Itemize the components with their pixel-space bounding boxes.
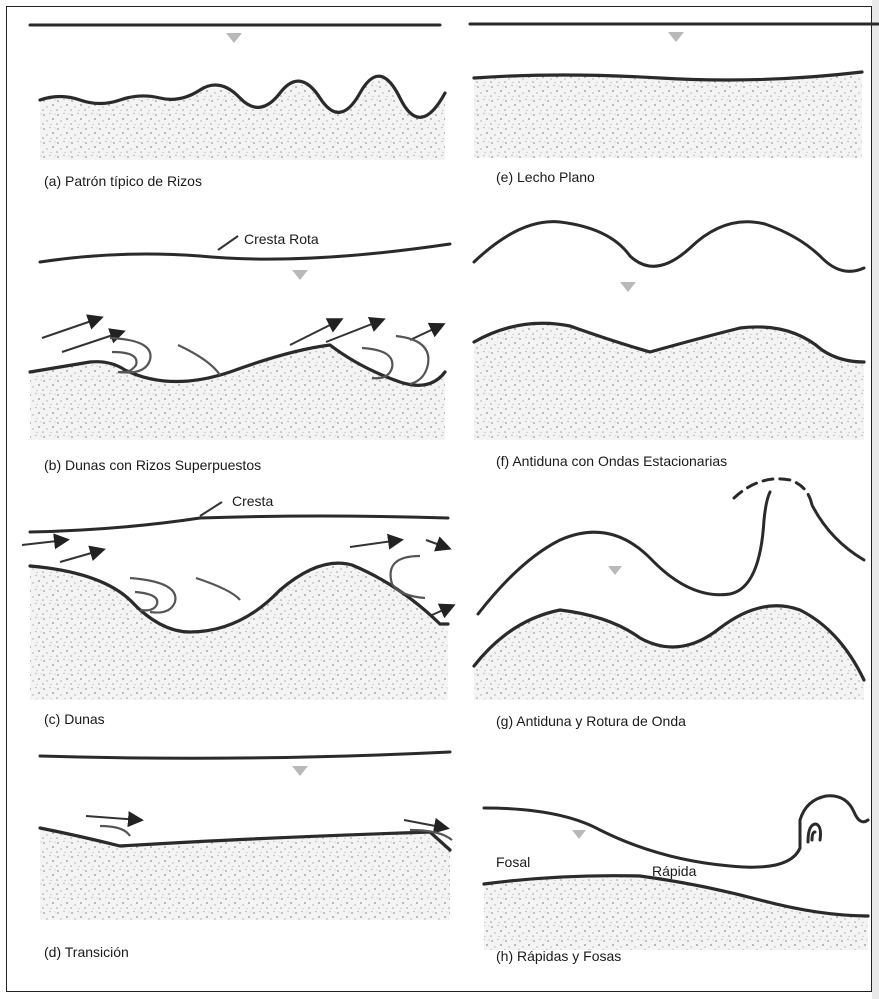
flow-arrow [290,320,340,345]
water-level-marker [608,566,622,575]
sand-bed [474,323,864,440]
caption-d: (d) Transición [44,944,129,960]
water-surface-right [812,505,864,560]
sand-bed [474,72,862,158]
panel-f: (f) Antiduna con Ondas Estacionarias [474,222,864,469]
caption-a: (a) Patrón típico de Rizos [44,173,202,189]
caption-c: (c) Dunas [44,711,105,727]
eddy-arrow [396,336,428,384]
sand-bed [484,876,868,950]
flow-arrow [350,540,400,547]
panel-b: Cresta Rota (b) Dunas con Rizos Superpue… [30,231,450,473]
panel-a: (a) Patrón típico de Rizos [30,25,445,189]
water-level-marker [572,830,586,839]
flow-arrow [432,606,452,615]
water-level-marker [226,33,242,43]
caption-b: (b) Dunas con Rizos Superpuestos [44,457,261,473]
roller-curl-inner [812,832,815,840]
water-level-marker [668,32,684,42]
sand-bed [30,563,448,700]
breaking-crest [734,479,812,505]
annotation-cresta-rota: Cresta Rota [244,231,319,247]
label-rapida: Rápida [652,863,697,879]
panel-d: (d) Transición [40,752,452,960]
label-fosal: Fosal [496,854,530,870]
panel-h: Fosal Rápida (h) Rápidas y Fosas [484,796,868,964]
panel-g: (g) Antiduna y Rotura de Onda [474,479,864,729]
caption-f: (f) Antiduna con Ondas Estacionarias [496,453,727,469]
flow-arrow [86,816,140,820]
water-level-marker [292,766,308,776]
flow-arrow [62,332,122,352]
eddy-arrow [178,345,220,375]
flow-arrow [426,540,448,548]
caption-g: (g) Antiduna y Rotura de Onda [496,713,686,729]
panel-e: (e) Lecho Plano [470,24,878,185]
flow-arrow [60,550,102,562]
water-surface [478,492,770,614]
water-surface [30,516,448,532]
caption-h: (h) Rápidas y Fosas [496,948,621,964]
flow-arrow [404,820,446,828]
crest-pointer [218,236,238,250]
annotation-cresta: Cresta [232,493,273,509]
water-level-marker [620,282,636,292]
caption-e: (e) Lecho Plano [496,169,595,185]
flow-arrow [42,318,100,338]
flow-arrow [410,325,442,340]
sand-bed [30,345,445,440]
water-level-marker [292,270,308,280]
water-surface [40,752,450,758]
flow-arrow [22,540,66,545]
eddy-arrow [196,578,240,600]
panel-c: Cresta (c) Dunas [22,493,452,727]
sand-bed [40,78,445,160]
crest-pointer [200,502,222,516]
eddy-arrow [100,826,130,836]
water-surface [474,222,864,272]
